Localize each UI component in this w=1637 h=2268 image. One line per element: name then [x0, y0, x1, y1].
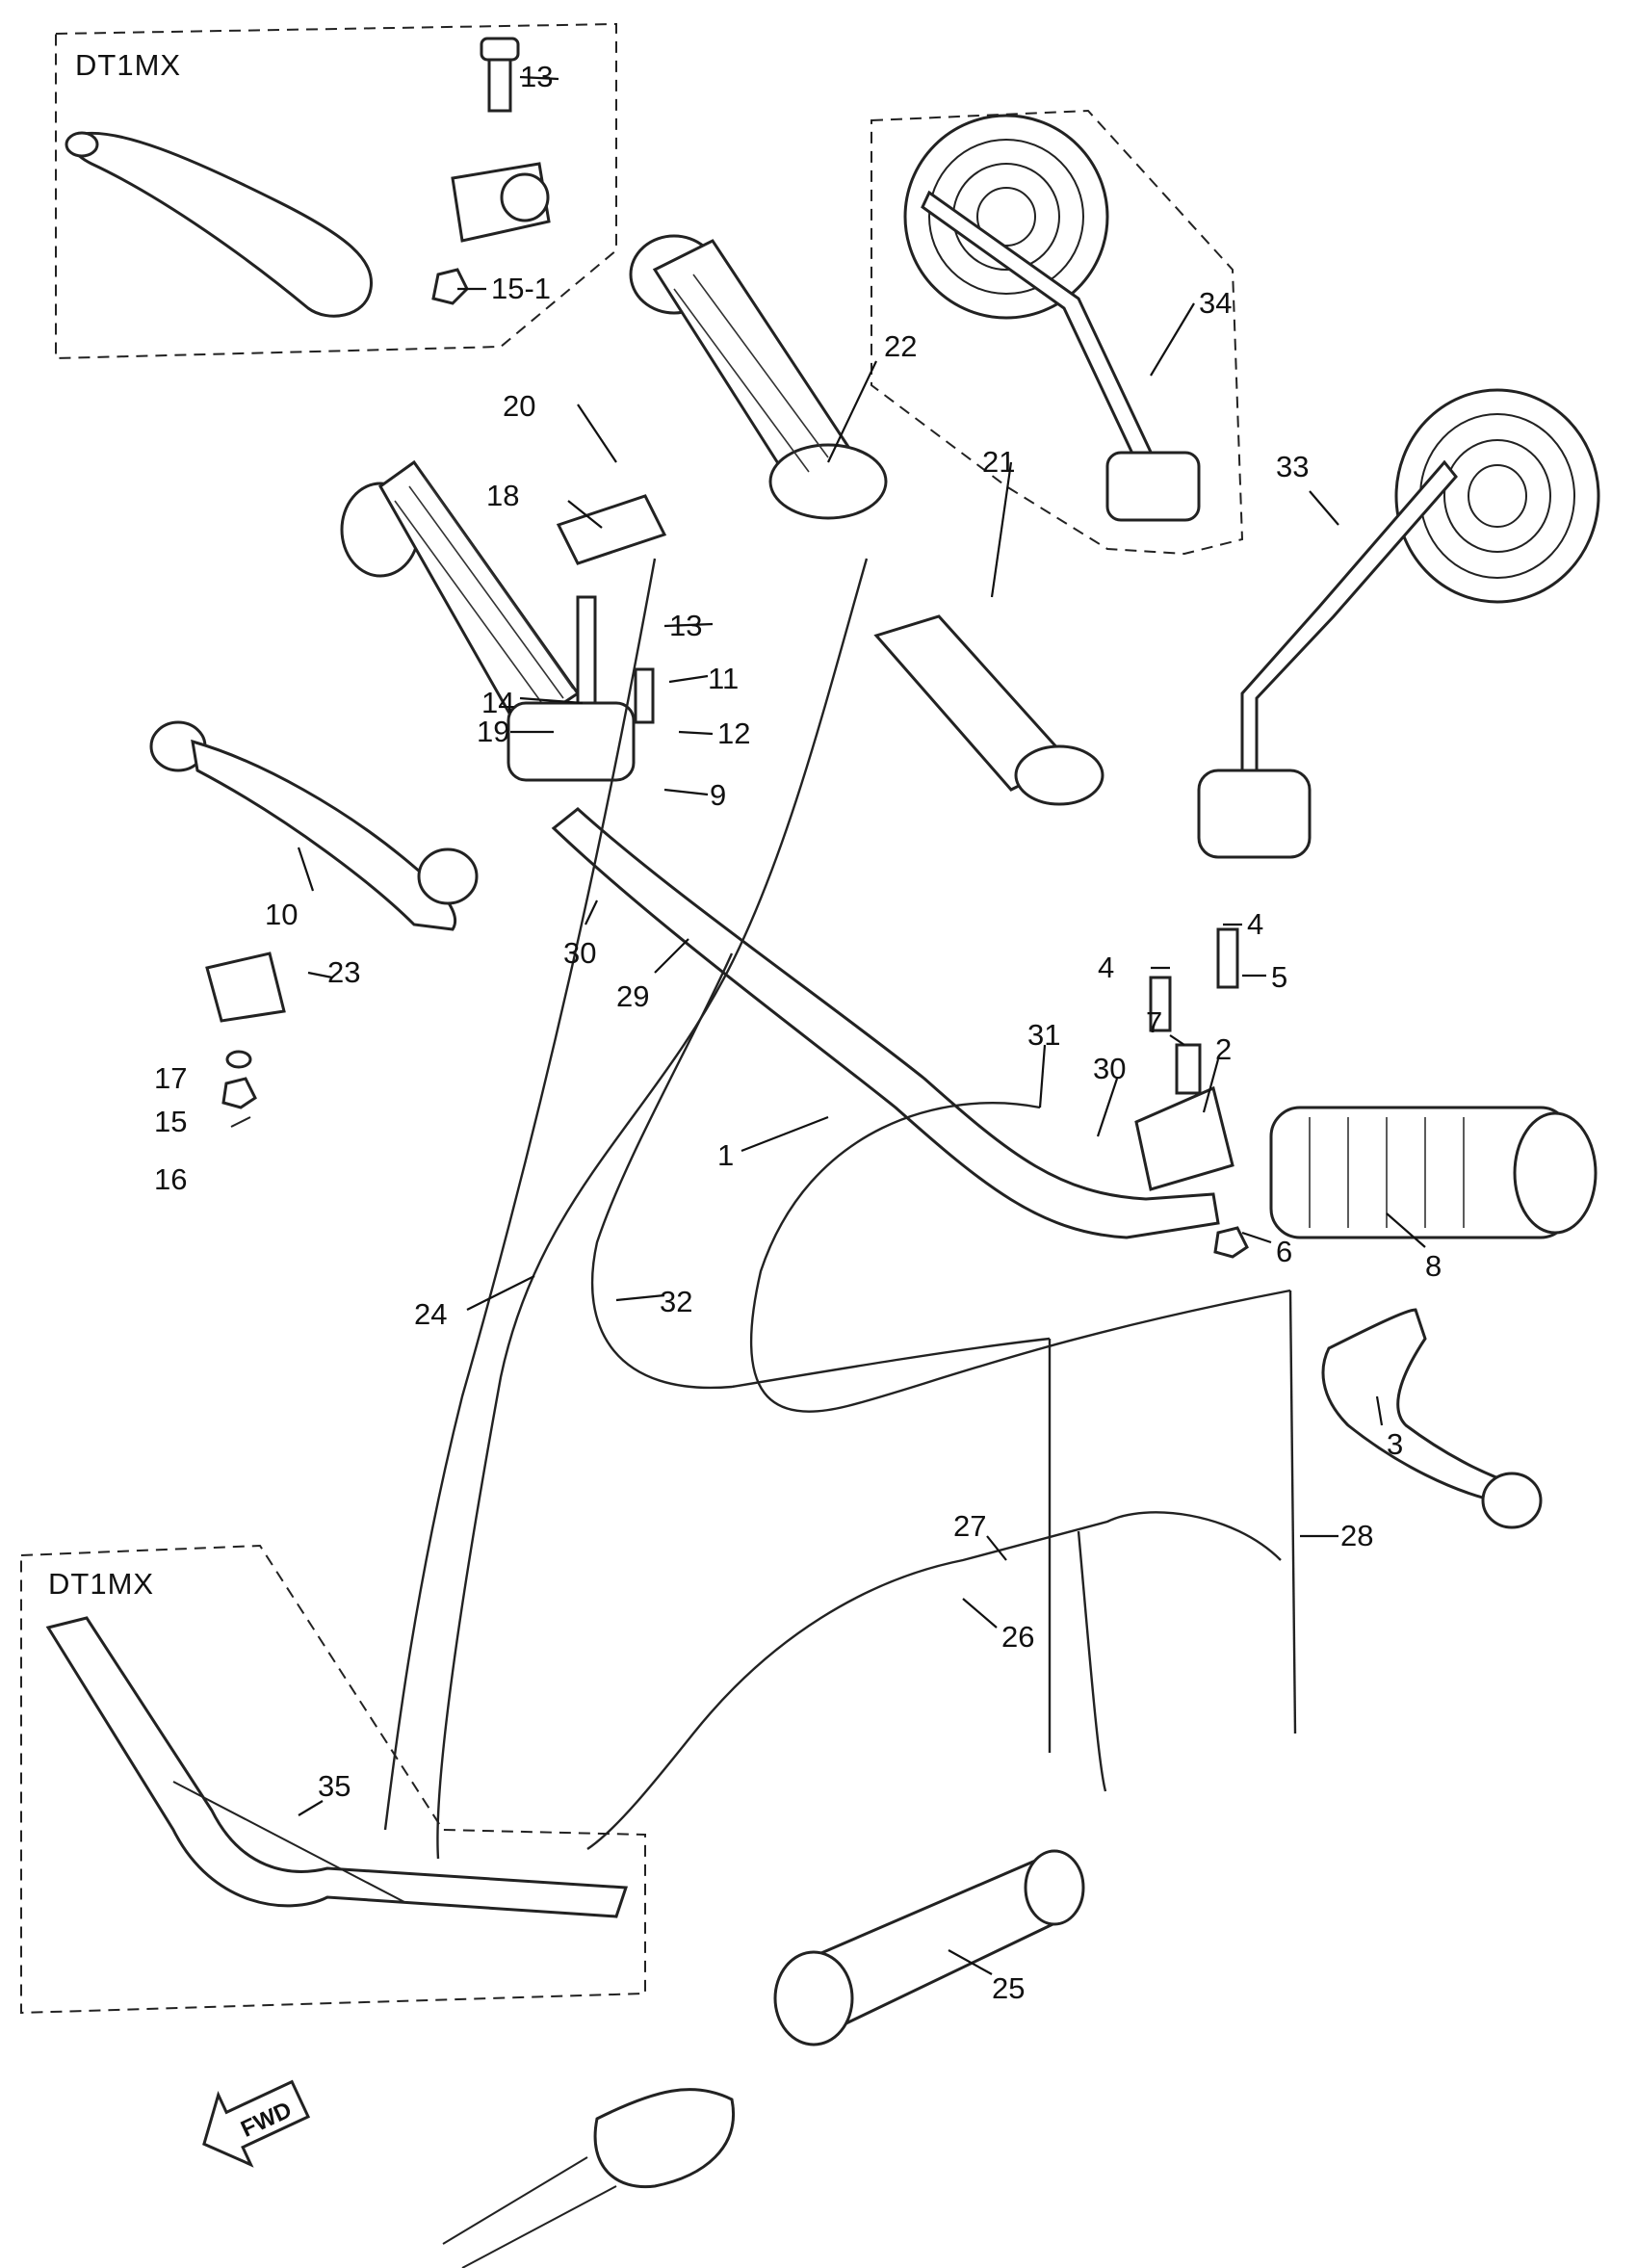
callout-label: 31	[1027, 1018, 1060, 1052]
callout-label: 25	[992, 1971, 1025, 2005]
callout-label: 30	[563, 936, 596, 970]
callout-label: 3	[1387, 1427, 1403, 1461]
callout-label: 29	[616, 979, 649, 1013]
callout-label: 10	[265, 898, 298, 931]
inset-box-top: DT1MX	[55, 22, 617, 360]
leader-lines	[297, 75, 1426, 1975]
callout-label: 30	[1093, 1052, 1126, 1085]
callout-label: 13	[669, 609, 702, 642]
left-lever	[149, 720, 479, 931]
handlebar	[551, 807, 1220, 1239]
callout-label: 23	[327, 955, 360, 989]
callout-label: 21	[982, 445, 1015, 479]
callout-label: 33	[1276, 450, 1309, 483]
callout-label: 9	[710, 778, 726, 812]
left-grip	[340, 459, 581, 735]
right-lever	[1321, 1308, 1543, 1529]
callout-label: 7	[1146, 1005, 1162, 1039]
callout-label: 5	[1271, 960, 1287, 994]
throttle-grip-set	[629, 234, 1104, 806]
callout-label: 17	[154, 1061, 187, 1095]
callout-label: 34	[1199, 286, 1232, 320]
right-clamp-parts	[1134, 927, 1249, 1259]
callout-label: 14	[481, 686, 514, 719]
mirror-assembly	[1197, 388, 1600, 859]
inset-bottom-label: DT1MX	[48, 1567, 154, 1601]
inset-box-bottom: DT1MX	[20, 1544, 646, 2015]
callout-label: 12	[717, 717, 750, 750]
callout-label: 16	[154, 1162, 187, 1196]
callout-label: 15	[154, 1105, 187, 1138]
inset-box-mirror	[870, 109, 1244, 556]
choke-lever-parts	[205, 952, 286, 1128]
left-clamp-parts	[507, 494, 667, 782]
callout-label: 26	[1001, 1620, 1034, 1654]
callout-label: 1	[717, 1138, 734, 1172]
callout-label: 20	[503, 389, 535, 423]
fwd-badge: FWD	[202, 2079, 311, 2168]
inset-top-label: DT1MX	[75, 48, 181, 82]
callout-label: 4	[1098, 951, 1114, 984]
callout-label: 6	[1276, 1235, 1292, 1268]
right-grip	[1269, 1106, 1598, 1239]
cables	[383, 558, 1297, 1860]
callout-label: 19	[477, 715, 509, 748]
callout-label: 2	[1215, 1032, 1232, 1066]
callout-label: 24	[414, 1297, 447, 1331]
callouts: 13 15-1 34 22 20 18 21 33 13 11 14 19 12…	[154, 60, 1442, 2005]
callout-label: 28	[1340, 1519, 1373, 1552]
callout-label: 22	[884, 329, 917, 363]
callout-label: 11	[708, 662, 739, 695]
callout-label: 4	[1247, 907, 1263, 941]
callout-label: 13	[520, 60, 553, 93]
callout-label: 35	[318, 1769, 351, 1803]
callout-label: 18	[486, 479, 519, 512]
throttle-housing	[442, 1849, 1085, 2268]
callout-label: 8	[1425, 1249, 1442, 1283]
callout-label: 32	[660, 1285, 692, 1318]
callout-label: 15-1	[491, 272, 551, 305]
callout-label: 27	[953, 1509, 986, 1543]
